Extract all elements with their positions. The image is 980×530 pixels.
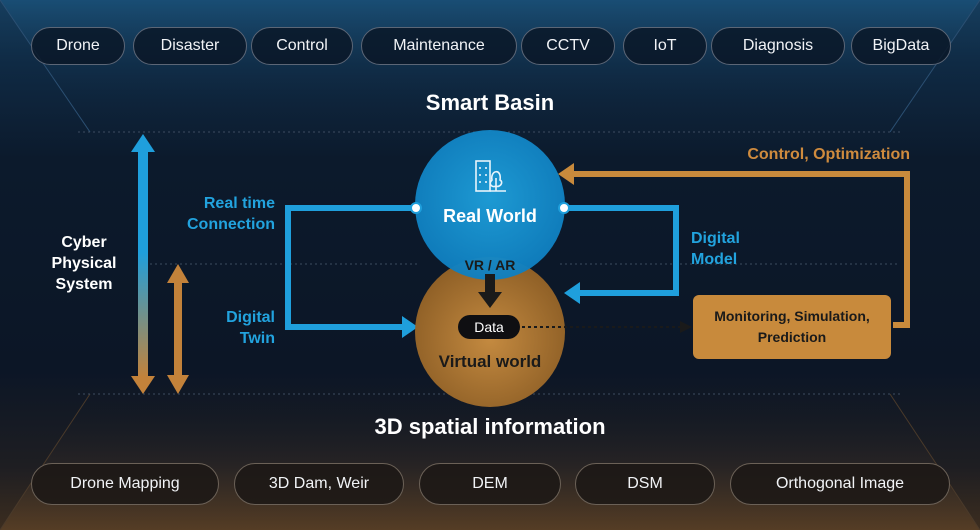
digital-model-label: Digital Model bbox=[691, 228, 771, 270]
realtime-connection-label: Real time Connection bbox=[160, 193, 275, 235]
connector-dot bbox=[558, 202, 570, 214]
virtual-world-label: Virtual world bbox=[438, 352, 542, 371]
city-building-icon bbox=[475, 160, 506, 192]
monitoring-box bbox=[693, 295, 891, 359]
realtime-label-line: Connection bbox=[187, 216, 275, 233]
tag-iot[interactable]: IoT bbox=[623, 27, 707, 65]
real-world-circle bbox=[415, 130, 565, 280]
data-label: Data bbox=[474, 319, 504, 335]
cps-label-line: Physical bbox=[51, 255, 117, 272]
monitoring-box-line: Prediction bbox=[757, 329, 827, 345]
perspective-edge bbox=[889, 393, 980, 530]
control-optimization-label: Control, Optimization bbox=[747, 146, 910, 163]
tag-cctv[interactable]: CCTV bbox=[521, 27, 615, 65]
digital-model-connector bbox=[564, 205, 679, 304]
real-world-label: Real World bbox=[443, 206, 537, 226]
monitoring-box-line: Monitoring, Simulation, bbox=[714, 308, 870, 324]
tag-dem[interactable]: DEM bbox=[419, 463, 561, 505]
cps-label-line: Cyber bbox=[61, 234, 107, 251]
tag-drone[interactable]: Drone bbox=[31, 27, 125, 65]
connector-dot bbox=[410, 202, 422, 214]
monitoring-box-text: Monitoring, Simulation, Prediction bbox=[693, 306, 891, 348]
title-smart-basin: Smart Basin bbox=[425, 90, 555, 115]
realtime-connection-connector bbox=[285, 205, 418, 338]
title-3d-spatial-information: 3D spatial information bbox=[374, 414, 606, 439]
cps-label: Cyber Physical System bbox=[44, 232, 124, 295]
digital-twin-label: Digital Twin bbox=[195, 307, 275, 349]
perspective-edge bbox=[0, 393, 91, 530]
digital-twin-double-arrow bbox=[167, 264, 189, 394]
vr-ar-label: VR / AR bbox=[464, 257, 516, 273]
data-pill bbox=[458, 315, 520, 339]
perspective-edge bbox=[0, 0, 91, 133]
tag-orthogonal-image[interactable]: Orthogonal Image bbox=[730, 463, 950, 505]
realtime-label-line: Real time bbox=[203, 195, 275, 212]
cps-double-arrow bbox=[131, 134, 155, 394]
digital-twin-label-line: Twin bbox=[239, 330, 275, 347]
vr-ar-down-arrow bbox=[478, 274, 502, 308]
digital-model-label-line: Model bbox=[691, 251, 738, 268]
tag-diagnosis[interactable]: Diagnosis bbox=[711, 27, 845, 65]
digital-twin-label-line: Digital bbox=[226, 309, 275, 326]
digital-model-label-line: Digital bbox=[691, 230, 740, 247]
tag-control[interactable]: Control bbox=[251, 27, 353, 65]
tag-dsm[interactable]: DSM bbox=[575, 463, 715, 505]
tag-maintenance[interactable]: Maintenance bbox=[361, 27, 517, 65]
control-optimization-connector bbox=[558, 163, 910, 328]
tag-disaster[interactable]: Disaster bbox=[133, 27, 247, 65]
tag-3d-dam-weir[interactable]: 3D Dam, Weir bbox=[234, 463, 404, 505]
cps-label-line: System bbox=[55, 276, 113, 293]
tag-bigdata[interactable]: BigData bbox=[851, 27, 951, 65]
data-flow-arrow bbox=[522, 321, 692, 333]
perspective-edge bbox=[889, 0, 980, 133]
tag-drone-mapping[interactable]: Drone Mapping bbox=[31, 463, 219, 505]
